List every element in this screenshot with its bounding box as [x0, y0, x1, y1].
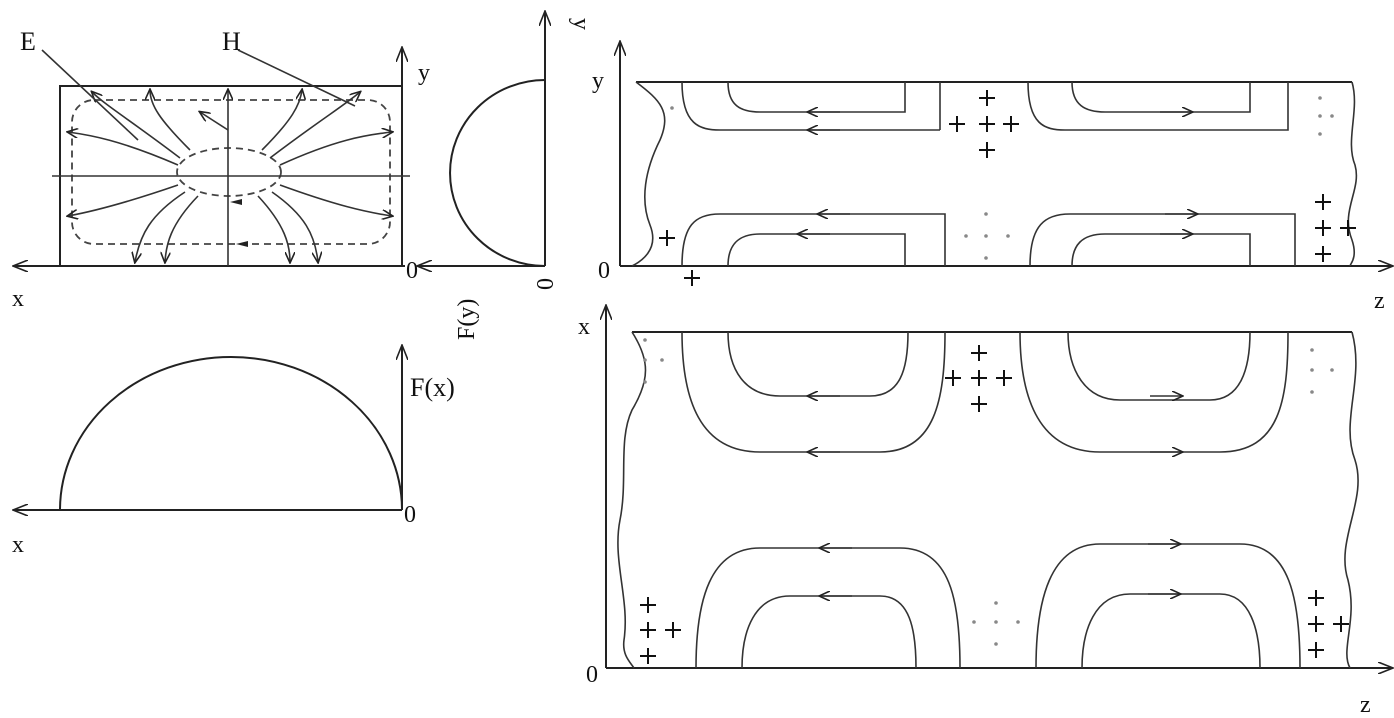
- e-field-line: [92, 92, 181, 159]
- e-field-line: [271, 191, 318, 262]
- e-field-line: [150, 90, 191, 151]
- x-axis-label: x: [12, 286, 24, 312]
- fx-profile-curve: [59, 356, 403, 511]
- xz-h-loop: [1035, 543, 1301, 669]
- e-field-label: E: [20, 27, 36, 56]
- xz-origin-label: 0: [586, 662, 598, 688]
- yz-negative-charge-dots: [670, 96, 1334, 260]
- fx-function-label: F(x): [410, 373, 455, 402]
- e-field-line: [165, 195, 199, 262]
- h-field-label: H: [222, 27, 241, 56]
- xz-h-loop: [727, 331, 909, 397]
- yz-h-loop: [727, 81, 906, 113]
- xz-x-axis-label: x: [578, 314, 590, 340]
- h-field-direction-arrowhead: [236, 241, 248, 247]
- xz-positive-charge-cluster: [640, 597, 681, 664]
- e-field-line: [68, 132, 179, 166]
- xz-h-loop: [1081, 593, 1261, 669]
- yz-h-loop: [681, 81, 940, 131]
- xz-h-loop: [695, 547, 961, 669]
- xz-longitudinal-panel: x 0 z: [578, 306, 1392, 718]
- e-field-line: [68, 184, 179, 216]
- xz-h-loop: [681, 331, 946, 453]
- fx-origin-label: 0: [404, 502, 416, 528]
- xz-h-loop: [1019, 331, 1289, 453]
- e-field-line: [135, 191, 186, 262]
- e-field-line: [200, 112, 229, 131]
- h-field-dashed-loop-outer: [71, 99, 391, 245]
- fy-function-label: F(y): [454, 299, 480, 340]
- fx-x-axis-label: x: [12, 532, 24, 558]
- yz-y-axis-label: y: [592, 68, 604, 94]
- xz-h-loop: [1067, 331, 1251, 401]
- yz-h-loop: [681, 213, 946, 267]
- yz-positive-charge-cluster: [949, 90, 1019, 158]
- h-field-dashed-loop-inner: [176, 147, 282, 197]
- xz-negative-charge-dots: [643, 338, 1334, 646]
- origin-label: 0: [406, 258, 418, 284]
- yz-h-loop: [1029, 213, 1296, 267]
- cross-section-panel: E H y x 0: [12, 27, 430, 312]
- xz-positive-charge-cluster: [945, 345, 1012, 412]
- xz-wavy-left-edge: [617, 331, 647, 669]
- fy-profile-panel: y F(y) 0: [418, 12, 594, 340]
- e-field-line: [269, 92, 360, 159]
- xz-positive-charge-cluster: [1308, 590, 1349, 658]
- xz-z-axis-label: z: [1360, 692, 1371, 718]
- fy-origin-label: 0: [531, 278, 557, 290]
- y-axis-label: y: [418, 60, 430, 86]
- yz-positive-charge-marker: [659, 230, 700, 286]
- yz-wavy-right-edge: [1347, 81, 1358, 267]
- xz-h-loop: [741, 595, 917, 669]
- xz-wavy-right-edge: [1344, 331, 1359, 669]
- e-field-line: [261, 90, 302, 151]
- h-label-leader: [237, 49, 356, 107]
- e-field-line: [279, 132, 392, 166]
- yz-z-axis-label: z: [1374, 288, 1385, 314]
- yz-positive-charge-cluster: [1315, 194, 1356, 262]
- h-field-direction-arrowhead: [230, 199, 242, 205]
- yz-longitudinal-panel: y 0 z: [592, 42, 1392, 314]
- fy-profile-curve: [449, 79, 546, 267]
- fy-y-axis-label: y: [568, 18, 594, 30]
- yz-h-loop: [1071, 81, 1251, 113]
- e-label-leader: [41, 49, 139, 141]
- yz-h-loop: [1071, 233, 1251, 267]
- yz-wavy-left-edge: [631, 81, 666, 267]
- e-field-line: [257, 195, 290, 262]
- e-field-line: [279, 184, 392, 216]
- yz-h-loop: [1027, 81, 1289, 131]
- yz-origin-label: 0: [598, 258, 610, 284]
- yz-h-loop: [727, 233, 906, 267]
- fx-profile-panel: F(x) x 0: [12, 346, 455, 558]
